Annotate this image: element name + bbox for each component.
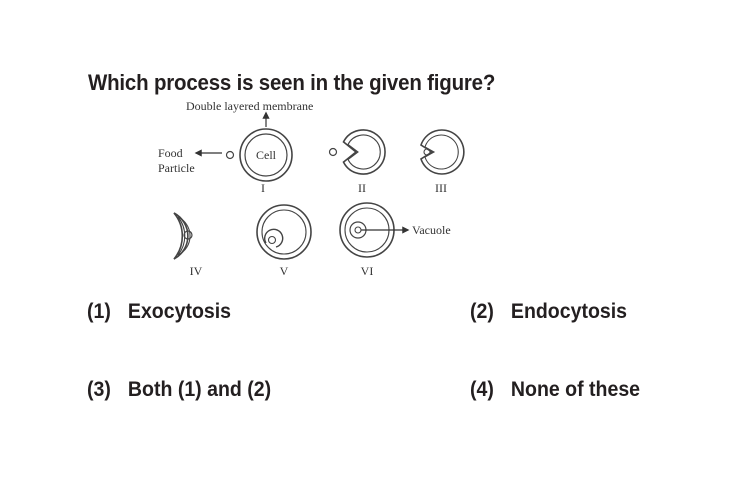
stage-iv-cell: [173, 212, 193, 260]
stage-v-cell: [256, 204, 312, 260]
particle-label: Particle: [158, 161, 195, 175]
endocytosis-figure: Cell Double layered membrane Food Partic…: [140, 95, 480, 285]
stage-ii-cell: [328, 129, 386, 175]
option-4[interactable]: (4) None of these: [470, 378, 640, 402]
membrane-label: Double layered membrane: [186, 99, 313, 113]
option-3-number: (3): [87, 378, 111, 401]
stage-label-vi: VI: [361, 264, 374, 278]
option-2[interactable]: (2) Endocytosis: [470, 300, 627, 324]
food-label: Food: [158, 146, 183, 160]
stage-label-v: V: [280, 264, 289, 278]
stage-label-iii: III: [435, 181, 447, 195]
option-4-text: None of these: [510, 378, 641, 401]
option-3[interactable]: (3) Both (1) and (2): [87, 378, 271, 402]
option-1-text: Exocytosis: [127, 300, 232, 323]
option-1-number: (1): [87, 300, 111, 323]
stage-i-cell: Cell: [239, 128, 293, 182]
option-2-number: (2): [470, 300, 494, 323]
option-4-number: (4): [470, 378, 494, 401]
food-particle-i: [225, 150, 235, 160]
option-2-text: Endocytosis: [510, 300, 628, 323]
question-text: Which process is seen in the given figur…: [88, 70, 496, 95]
cell-label: Cell: [256, 148, 277, 162]
stage-label-i: I: [261, 181, 265, 195]
stage-iii-cell: [420, 129, 465, 175]
option-3-text: Both (1) and (2): [127, 378, 272, 401]
figure-svg: Cell Double layered membrane Food Partic…: [158, 99, 465, 278]
vacuole-label: Vacuole: [412, 223, 451, 237]
stage-label-ii: II: [358, 181, 366, 195]
option-1[interactable]: (1) Exocytosis: [87, 300, 231, 324]
stage-label-iv: IV: [190, 264, 203, 278]
